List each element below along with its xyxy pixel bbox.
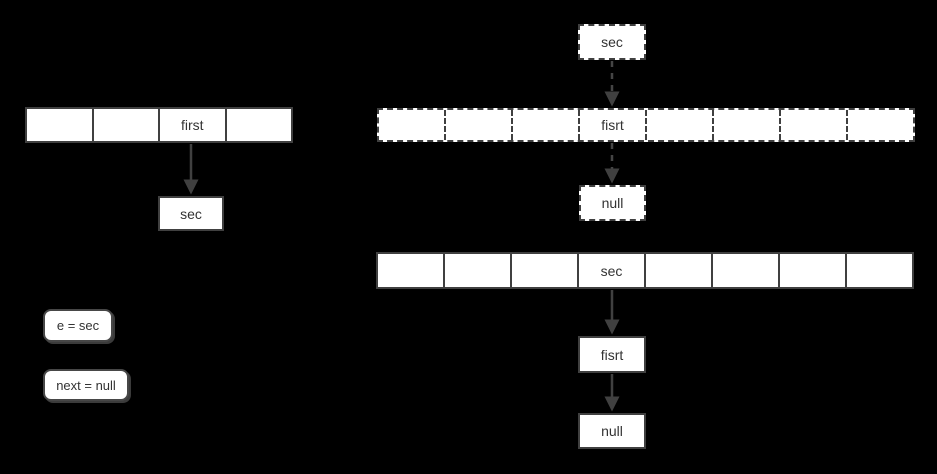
solid-fisrt-node[interactable]: fisrt xyxy=(578,336,646,373)
ghost-array-row[interactable]: fisrt xyxy=(377,108,915,142)
array-cell[interactable] xyxy=(510,254,577,287)
array-cell[interactable] xyxy=(511,110,578,140)
array-cell[interactable] xyxy=(444,110,511,140)
solid-array-row[interactable]: sec xyxy=(376,252,914,289)
array-cell[interactable] xyxy=(779,110,846,140)
array-cell[interactable] xyxy=(443,254,510,287)
ghost-sec-node[interactable]: sec xyxy=(578,24,646,60)
left-array-row[interactable]: first xyxy=(25,107,293,143)
array-cell[interactable] xyxy=(378,254,443,287)
array-cell[interactable] xyxy=(379,110,444,140)
array-cell-fisrt[interactable]: fisrt xyxy=(578,110,645,140)
array-cell[interactable] xyxy=(91,109,159,141)
annotation-e-equals-sec[interactable]: e = sec xyxy=(43,309,113,342)
array-cell[interactable] xyxy=(846,110,913,140)
ghost-null-node[interactable]: null xyxy=(579,185,646,221)
array-cell[interactable] xyxy=(711,254,778,287)
left-sec-node[interactable]: sec xyxy=(158,196,224,231)
array-cell[interactable] xyxy=(224,109,292,141)
array-cell[interactable] xyxy=(644,254,711,287)
array-cell[interactable] xyxy=(645,110,712,140)
array-cell[interactable] xyxy=(778,254,845,287)
array-cell[interactable] xyxy=(712,110,779,140)
solid-null-node[interactable]: null xyxy=(578,413,646,449)
annotation-next-equals-null[interactable]: next = null xyxy=(43,369,129,401)
array-cell[interactable] xyxy=(27,109,92,141)
array-cell-sec[interactable]: sec xyxy=(577,254,644,287)
array-cell-first[interactable]: first xyxy=(158,109,225,141)
array-cell[interactable] xyxy=(845,254,912,287)
